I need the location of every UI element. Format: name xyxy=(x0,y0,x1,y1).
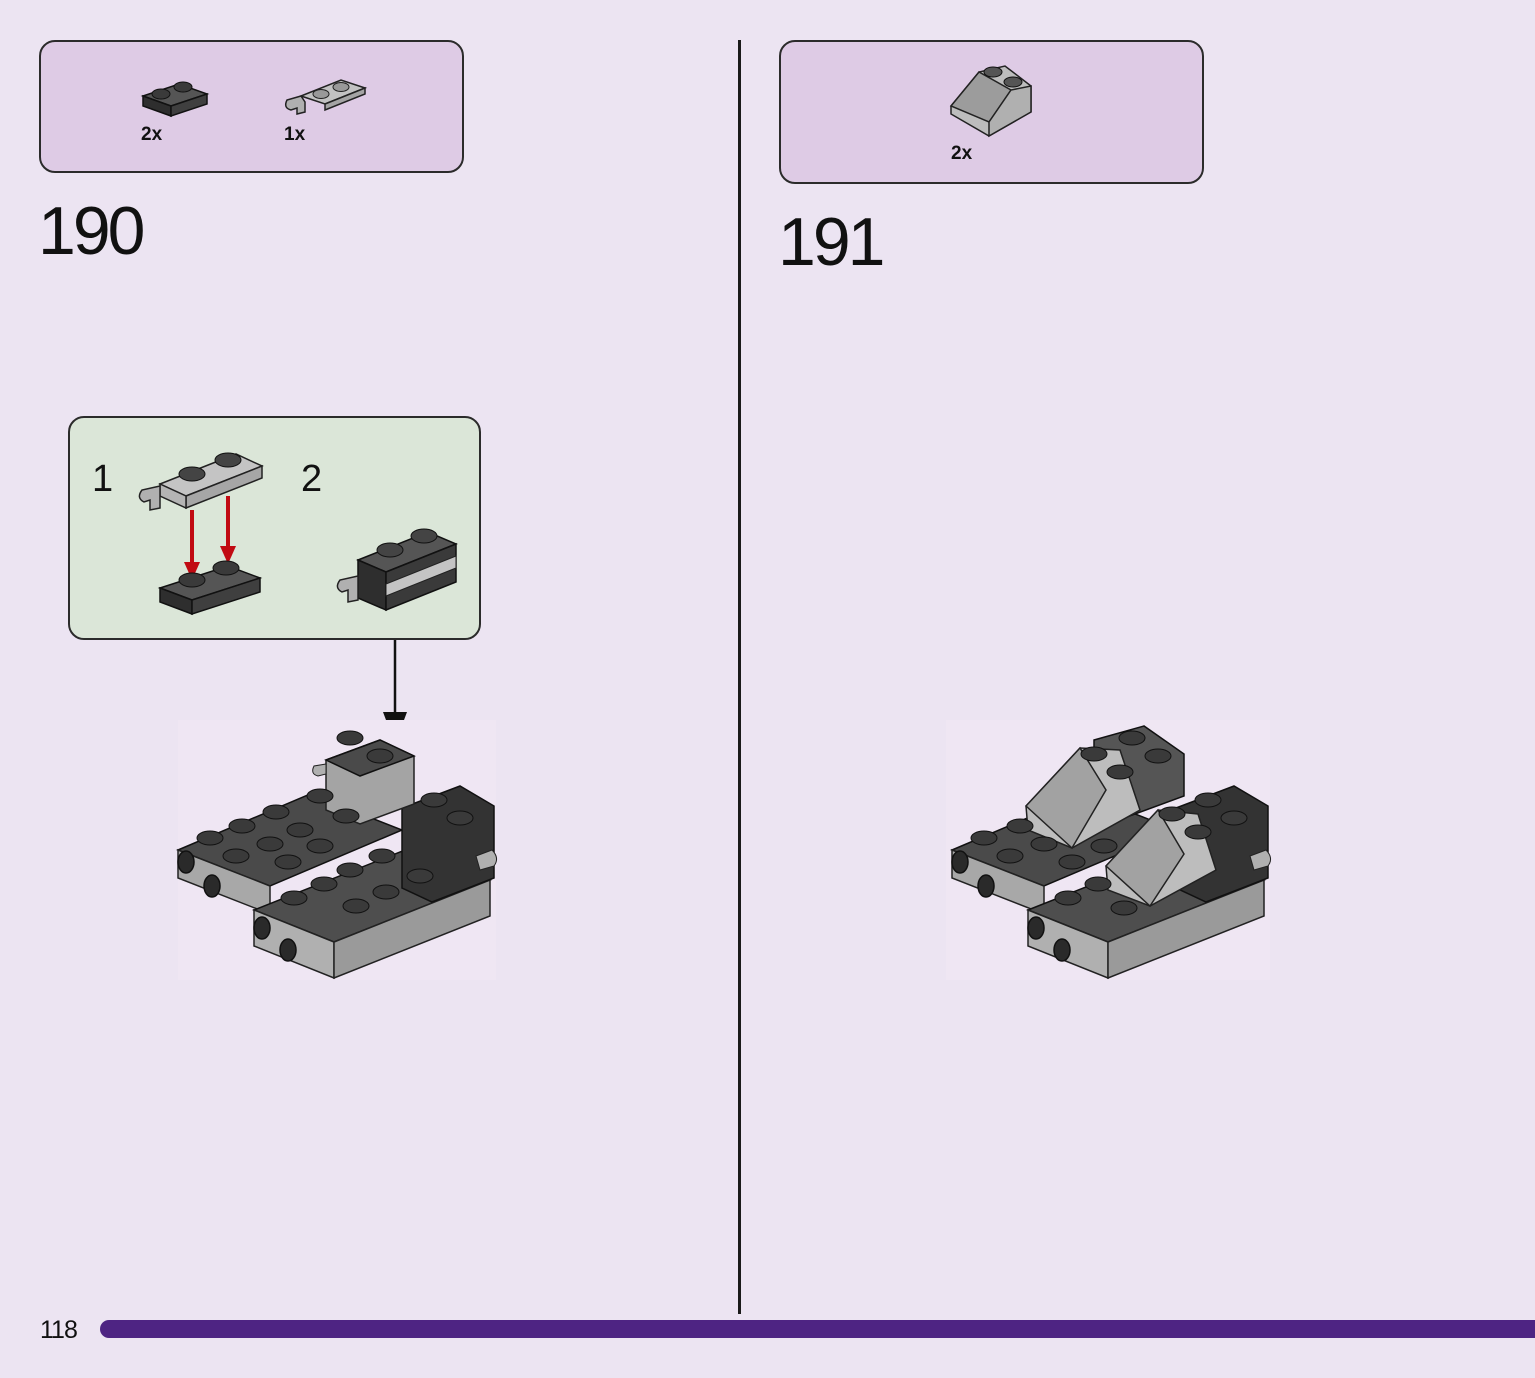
part-qty: 2x xyxy=(141,124,163,145)
combined-plate-result-icon xyxy=(336,528,458,612)
parts-callout-190: 2x 1x xyxy=(39,40,464,173)
substep-number-1: 1 xyxy=(92,458,114,500)
part-qty: 1x xyxy=(284,124,306,145)
page-progress-bar xyxy=(100,1320,1535,1338)
dark-gray-plate-1x2-icon xyxy=(140,81,210,118)
model-assembly-190 xyxy=(176,730,498,980)
step-number-190: 190 xyxy=(38,193,145,269)
model-assembly-191 xyxy=(950,725,1272,980)
substep-number-2: 2 xyxy=(301,458,323,500)
parts-callout-191: 2x xyxy=(779,40,1204,184)
step-number-191: 191 xyxy=(778,204,885,280)
light-gray-clip-plate-icon xyxy=(284,79,368,115)
page-divider xyxy=(738,40,741,1314)
light-gray-slope-2x2-icon xyxy=(949,65,1032,138)
clip-plate-assembly-icon xyxy=(138,452,264,616)
sub-assembly-callout: 1 2 xyxy=(68,416,481,640)
part-qty: 2x xyxy=(951,143,973,164)
page-number: 118 xyxy=(40,1316,78,1344)
